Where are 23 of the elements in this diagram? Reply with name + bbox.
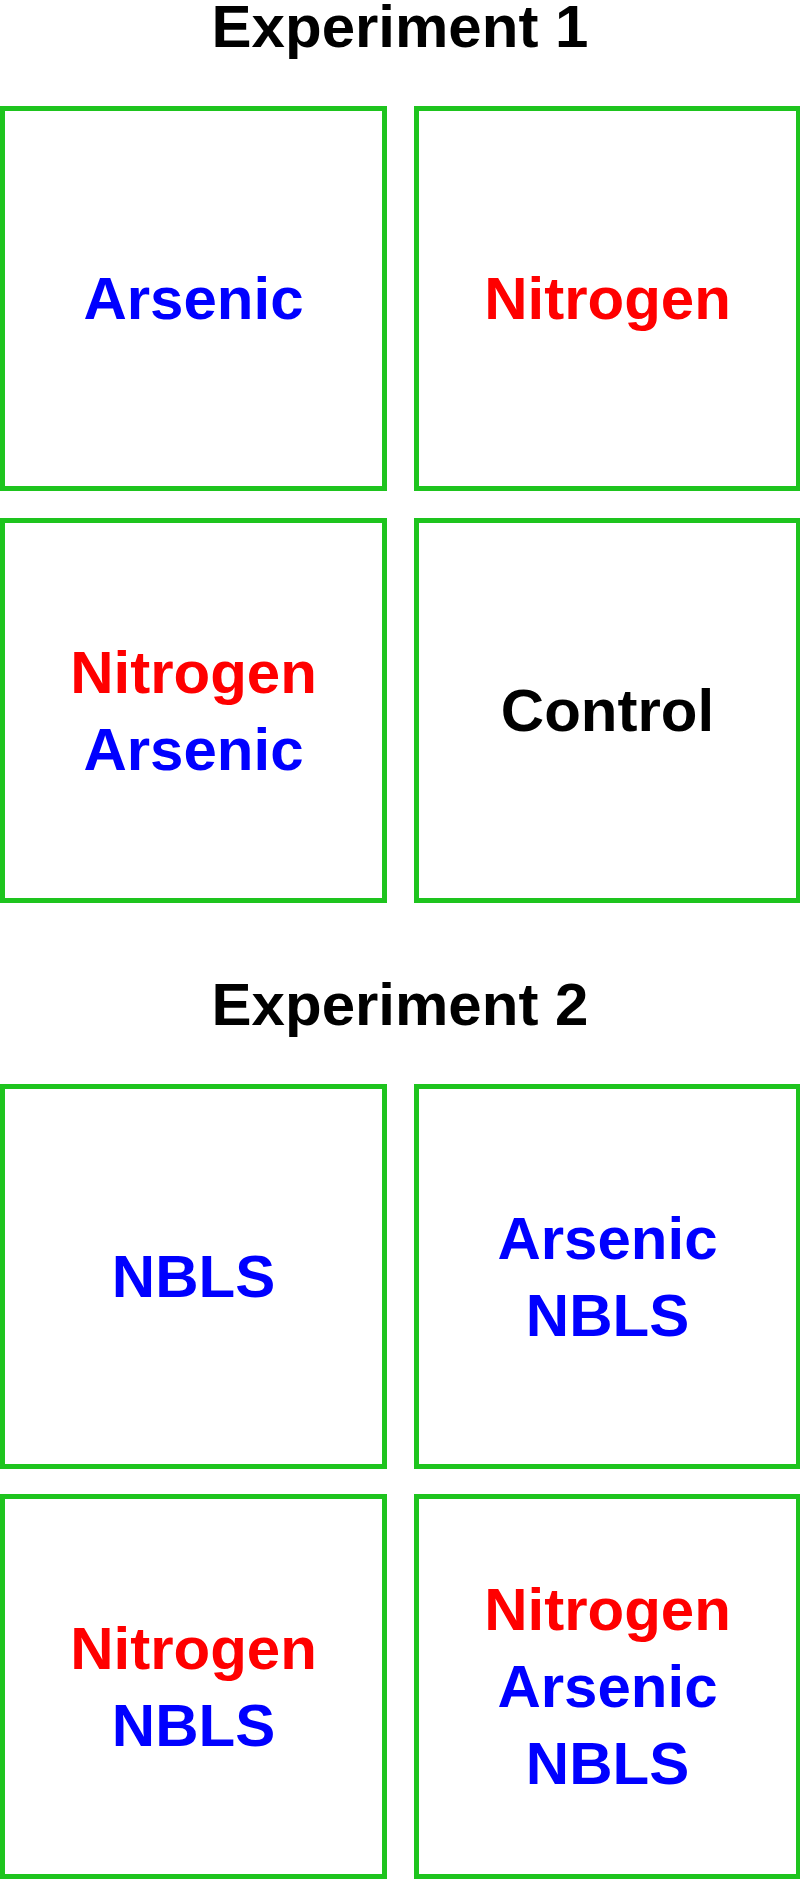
treatment-label: Arsenic: [497, 1652, 718, 1722]
treatment-label: Nitrogen: [70, 1613, 317, 1684]
treatment-label: Nitrogen: [484, 1575, 731, 1645]
treatment-label: Control: [500, 676, 715, 746]
treatment-label: Nitrogen: [70, 637, 317, 708]
treatment-box: [0, 518, 387, 903]
treatment-label: Nitrogen: [484, 264, 731, 334]
treatment-label: NBLS: [525, 1280, 690, 1351]
treatment-label: Arsenic: [83, 264, 304, 334]
treatment-label: NBLS: [525, 1729, 690, 1799]
treatment-label: Arsenic: [83, 714, 304, 785]
treatment-label: Arsenic: [497, 1203, 718, 1274]
treatment-box: [414, 1084, 800, 1469]
treatment-box: [414, 106, 800, 491]
treatment-box: [0, 106, 387, 491]
section-heading: Experiment 2: [211, 970, 589, 1040]
treatment-box: [0, 1494, 387, 1879]
treatment-box: [414, 518, 800, 903]
treatment-label: NBLS: [111, 1690, 276, 1761]
section-heading: Experiment 1: [211, 0, 589, 62]
treatment-box: [414, 1494, 800, 1879]
treatment-box: [0, 1084, 387, 1469]
treatment-label: NBLS: [111, 1242, 276, 1312]
